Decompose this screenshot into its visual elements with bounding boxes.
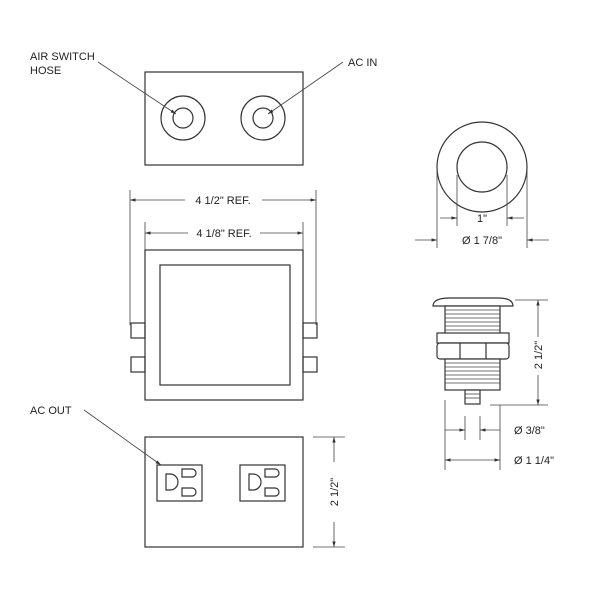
box-height-dim: 2 1/2" [329,478,341,506]
ac-out-label: AC OUT [30,405,72,417]
top-view-box [144,71,304,166]
air-switch-label-2: HOSE [30,65,61,77]
stem-dia-dim: Ø 3/8" [514,425,545,437]
bottom-view [144,436,345,548]
body-height-dim: 2 1/2" [533,341,545,369]
button-side-view [432,297,548,470]
ac-in-leader [267,61,344,115]
width-inner-dim: 4 1/8" REF. [196,228,251,240]
width-outer-dim: 4 1/2" REF. [195,195,250,207]
button-top-view [415,121,549,248]
outlet-icon [239,464,286,502]
button-outer-dim: Ø 1 7/8" [462,235,502,247]
air-switch-leader [97,61,177,115]
ac-out-leader [83,409,162,466]
ac-in-label: AC IN [348,57,377,69]
outlet-icon [156,464,203,502]
air-switch-label: AIR SWITCH [30,51,95,63]
button-inner-dim: 1" [477,213,487,225]
thread-dia-dim: Ø 1 1/4" [514,455,554,467]
width-dimensions [129,190,317,325]
front-view [130,249,318,401]
